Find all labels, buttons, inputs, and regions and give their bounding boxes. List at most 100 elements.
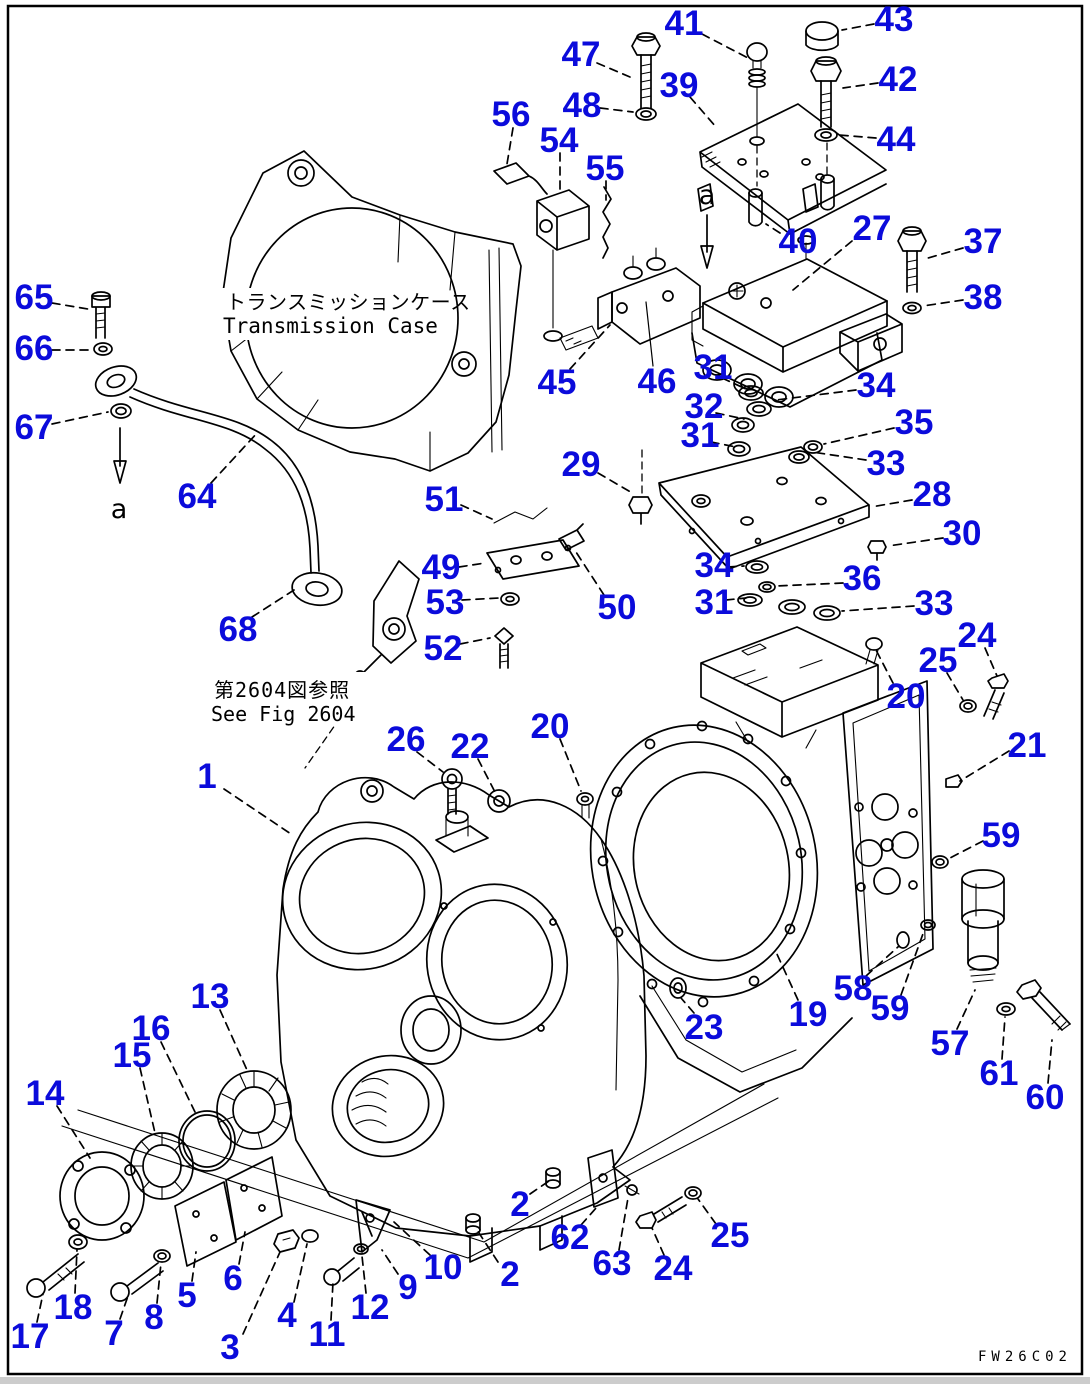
leader-7 xyxy=(119,1295,129,1320)
callout-64: 64 xyxy=(178,477,217,516)
callout-58: 58 xyxy=(834,969,873,1008)
bottom-parts-art xyxy=(110,1149,702,1302)
leader-22 xyxy=(477,758,498,797)
callout-43: 43 xyxy=(875,0,914,39)
callout-51: 51 xyxy=(425,480,464,519)
leader-5 xyxy=(191,1251,197,1282)
cover-plate-5 xyxy=(174,1181,237,1267)
callout-9: 9 xyxy=(398,1268,417,1307)
callout-61: 61 xyxy=(980,1054,1019,1093)
callout-1: 1 xyxy=(197,757,216,796)
leader-33 xyxy=(841,605,915,612)
leader-53 xyxy=(461,597,500,601)
callout-32: 32 xyxy=(685,387,724,426)
leader-34 xyxy=(775,389,857,401)
control-valve-art xyxy=(691,226,927,408)
bolt-24-top xyxy=(983,673,1009,720)
leader-24 xyxy=(651,1227,665,1256)
leader-47 xyxy=(596,62,631,78)
callout-4: 4 xyxy=(277,1296,297,1335)
leader-2 xyxy=(476,1229,499,1263)
leader-52 xyxy=(459,637,491,645)
solenoid-valve-art xyxy=(493,162,612,342)
callout-65: 65 xyxy=(15,278,54,317)
callout-36: 36 xyxy=(843,559,882,598)
callout-59: 59 xyxy=(871,989,910,1028)
leader-46 xyxy=(645,301,654,367)
callout-40: 40 xyxy=(779,222,818,261)
top-plate-art xyxy=(631,21,887,235)
callout-24: 24 xyxy=(958,616,997,655)
leader-18 xyxy=(74,1249,78,1294)
leader-58 xyxy=(865,945,900,977)
main-case-art xyxy=(276,768,647,1263)
callout-33: 33 xyxy=(915,584,954,623)
fig-ref-jp: 第2604図参照 xyxy=(214,678,350,702)
gasket-6 xyxy=(225,1156,283,1241)
valve-plate-art xyxy=(628,446,887,621)
bolt-29 xyxy=(628,449,653,525)
callout-3: 3 xyxy=(220,1328,239,1367)
plug-3 xyxy=(273,1229,300,1253)
leader-15 xyxy=(139,1067,156,1134)
leader-31 xyxy=(710,441,737,448)
callout-57: 57 xyxy=(931,1024,970,1063)
callout-18: 18 xyxy=(54,1288,93,1327)
drawing-code: FW26C02 xyxy=(978,1349,1072,1365)
leader-31 xyxy=(721,377,747,390)
strainer-art xyxy=(486,507,585,669)
leader-12 xyxy=(361,1255,367,1294)
callout-30: 30 xyxy=(943,514,982,553)
bolt-7 xyxy=(110,1262,164,1302)
callout-28: 28 xyxy=(913,475,952,514)
fig-ref-en: See Fig 2604 xyxy=(211,702,356,726)
leader-37 xyxy=(927,247,964,259)
leader-10 xyxy=(393,1221,431,1256)
leader-14 xyxy=(56,1105,91,1159)
callout-20: 20 xyxy=(531,707,570,746)
callout-45: 45 xyxy=(538,363,577,402)
callout-52: 52 xyxy=(424,629,463,668)
callout-34: 34 xyxy=(695,546,734,585)
bolt-17 xyxy=(26,1253,85,1298)
callout-63: 63 xyxy=(593,1244,632,1283)
leader-31 xyxy=(725,597,747,601)
callout-47: 47 xyxy=(562,35,601,74)
scan-edge-strip xyxy=(0,1377,1090,1384)
breather-art xyxy=(961,869,1071,1031)
callout-31: 31 xyxy=(695,583,734,622)
section-letter-1: a xyxy=(111,494,128,525)
transmission-case-art xyxy=(216,150,522,472)
bolt-21 xyxy=(945,774,963,788)
leader-20 xyxy=(875,649,894,684)
leader-4 xyxy=(293,1243,308,1303)
leader-2 xyxy=(529,1180,550,1195)
callout-34: 34 xyxy=(857,366,896,405)
callout-15: 15 xyxy=(113,1036,152,1075)
callout-68: 68 xyxy=(219,610,258,649)
leader-59 xyxy=(947,840,984,860)
callout-17: 17 xyxy=(11,1317,50,1356)
leader-35 xyxy=(823,427,895,445)
callout-5: 5 xyxy=(177,1276,196,1315)
leader-50 xyxy=(575,551,605,596)
callout-21: 21 xyxy=(1008,726,1047,765)
callout-22: 22 xyxy=(451,727,490,766)
plug-2-upper xyxy=(545,1167,561,1189)
leader-9 xyxy=(381,1249,399,1275)
leader-36 xyxy=(775,582,844,587)
leader-45 xyxy=(569,324,611,370)
callout-67: 67 xyxy=(15,408,54,447)
callout-23: 23 xyxy=(685,1008,724,1047)
leader-20 xyxy=(559,738,582,792)
callout-48: 48 xyxy=(563,86,602,125)
leader-43 xyxy=(841,23,875,31)
leader-25 xyxy=(946,672,964,701)
leader-25 xyxy=(697,1198,717,1225)
bolt-20-mid xyxy=(576,792,594,819)
leader-67 xyxy=(51,411,109,425)
fig-ref-backing xyxy=(204,672,374,724)
